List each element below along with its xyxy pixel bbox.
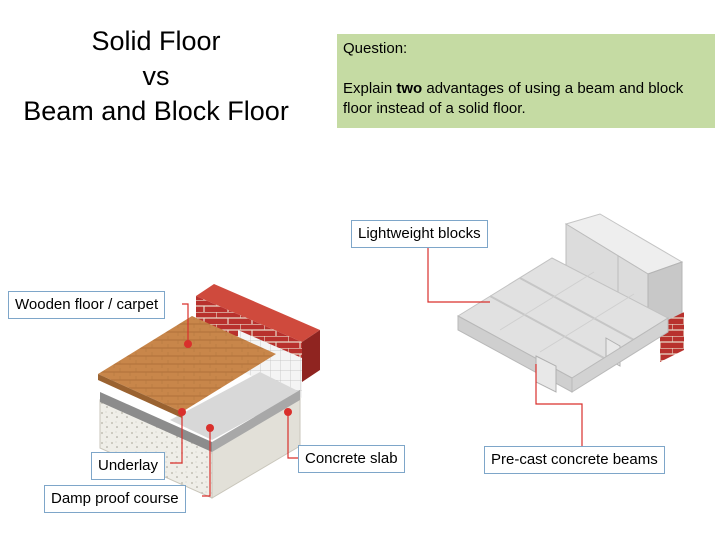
question-text-end: advantages of using a beam and block flo… [343,80,684,117]
block-joint-2 [539,293,635,353]
dot-dpc [206,424,214,432]
leader-underlay [170,414,183,464]
wooden-floor-edge [98,374,182,418]
dot-concrete-slab [284,408,292,416]
label-lightweight-blocks: Lightweight blocks [351,220,488,248]
leader-lightweight-blocks [427,246,490,303]
question-text-start: Explain [343,80,397,97]
label-damp-proof-course: Damp proof course [44,485,186,513]
beam-line-1 [489,295,605,359]
label-underlay: Underlay [91,452,166,480]
dot-underlay [178,408,186,416]
dpc-layer-edge [100,392,212,452]
question-box: Question: Explain two advantages of usin… [337,34,715,128]
beam-line-2 [519,277,635,341]
leader-lines [170,246,583,497]
block-joint-1 [499,271,595,331]
title-line-3: Beam and Block Floor [23,96,289,126]
leader-wooden-floor [182,303,189,342]
title-line-1: Solid Floor [91,26,221,56]
dot-wooden-floor [184,340,192,348]
beam-block-illustration [457,213,684,393]
solid-floor-illustration [98,284,320,499]
brick-wall-end [302,330,320,382]
page-title: Solid Floor vs Beam and Block Floor [0,24,312,129]
leader-precast-beams [535,364,583,446]
label-wooden-floor: Wooden floor / carpet [8,291,166,319]
title-line-2: vs [142,61,170,91]
leader-dpc [202,430,211,497]
question-heading: Question: [343,40,408,57]
leader-concrete-slab [287,414,298,459]
label-precast-beams: Pre-cast concrete beams [484,446,665,474]
floor-side-edge [571,317,669,393]
question-text-bold: two [396,80,423,97]
brick-wall-top [196,284,320,342]
wooden-floor-surface [98,316,276,412]
dpc-layer-side [212,390,300,452]
label-concrete-slab: Concrete slab [298,445,405,473]
question-text: Explain two advantages of using a beam a… [343,79,709,119]
leader-dots [178,340,292,432]
underlay-layer [170,372,300,440]
